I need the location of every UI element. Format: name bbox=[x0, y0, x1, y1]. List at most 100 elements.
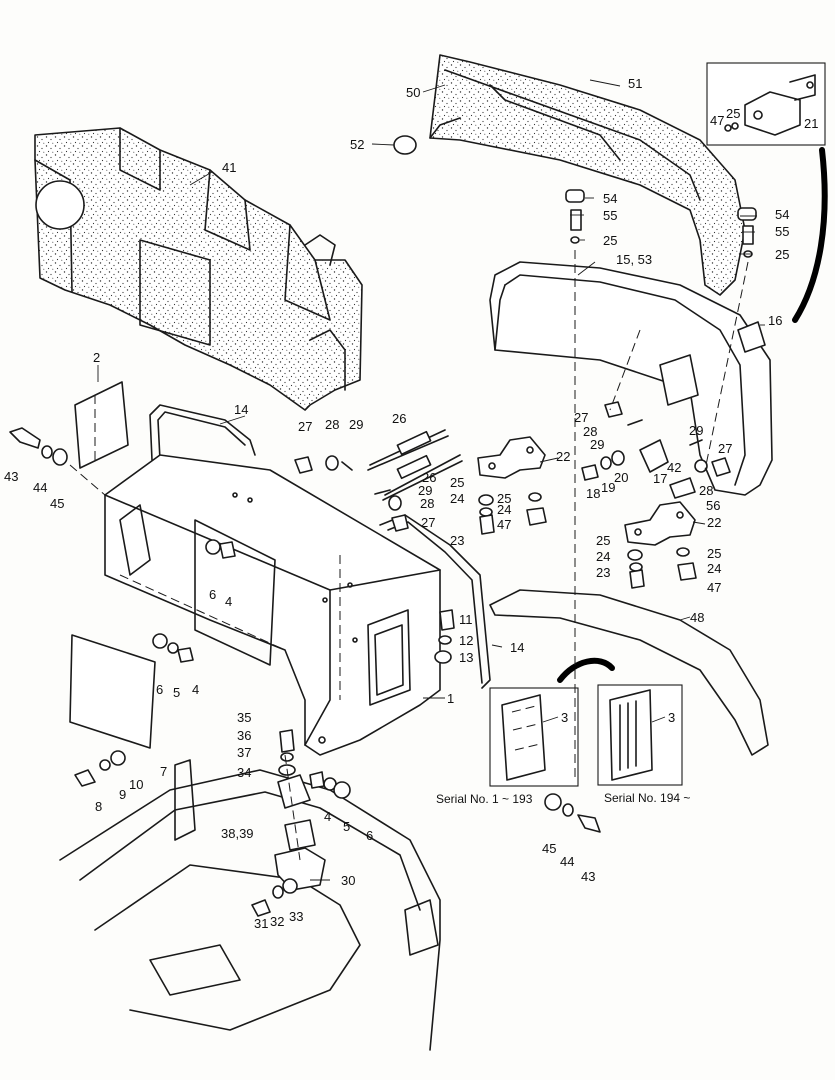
callout-11: 11 bbox=[459, 612, 473, 627]
callout-55-left: 55 bbox=[603, 208, 617, 223]
callout-19: 19 bbox=[601, 480, 615, 495]
plate-2 bbox=[74, 381, 129, 469]
callout-24-b: 24 bbox=[497, 502, 511, 517]
callout-25-a: 25 bbox=[603, 233, 617, 248]
callout-5-b: 5 bbox=[343, 819, 350, 834]
callout-24-c: 24 bbox=[596, 549, 610, 564]
alignment-lines bbox=[69, 250, 749, 861]
callout-38-39: 38,39 bbox=[221, 826, 254, 841]
callout-3-late: 3 bbox=[668, 710, 675, 725]
callout-13: 13 bbox=[459, 650, 473, 665]
callout-28-b: 28 bbox=[583, 424, 597, 439]
washer-52 bbox=[393, 135, 417, 155]
callout-27-a: 27 bbox=[298, 419, 312, 434]
callout-25-b: 25 bbox=[775, 247, 789, 262]
callout-27-d: 27 bbox=[421, 515, 435, 530]
leader-lines bbox=[97, 79, 765, 881]
floor-frame bbox=[59, 759, 441, 1051]
hood-cover-15-53 bbox=[489, 261, 773, 496]
console-box-1 bbox=[104, 454, 441, 756]
callout-35: 35 bbox=[237, 710, 251, 725]
callout-44-right: 44 bbox=[560, 854, 574, 869]
inset-detail-21 bbox=[706, 62, 826, 146]
callout-27-b: 27 bbox=[574, 410, 588, 425]
bracket-22-lower bbox=[624, 501, 696, 546]
callout-29-a: 29 bbox=[349, 417, 363, 432]
callout-24-a: 24 bbox=[450, 491, 464, 506]
callout-44-left: 44 bbox=[33, 480, 47, 495]
callout-34: 34 bbox=[237, 765, 251, 780]
callout-56: 56 bbox=[706, 498, 720, 513]
callout-48: 48 bbox=[690, 610, 704, 625]
callout-45-left: 45 bbox=[50, 496, 64, 511]
callout-32: 32 bbox=[270, 914, 284, 929]
callout-labels: 50 51 52 21 25 47 41 54 55 25 54 55 25 1… bbox=[4, 76, 818, 931]
callout-2: 2 bbox=[93, 350, 100, 365]
edge-strip-48 bbox=[489, 589, 769, 756]
hinge-plate-34 bbox=[277, 774, 311, 809]
inset-pointer-arc bbox=[792, 147, 828, 323]
callout-25-c: 25 bbox=[450, 475, 464, 490]
callout-25-f: 25 bbox=[707, 546, 721, 561]
callout-7: 7 bbox=[160, 764, 167, 779]
callout-16: 16 bbox=[768, 313, 782, 328]
callout-45-right: 45 bbox=[542, 841, 556, 856]
latch-plate-17 bbox=[659, 354, 699, 406]
callout-25-e: 25 bbox=[596, 533, 610, 548]
callout-27-c: 27 bbox=[718, 441, 732, 456]
callout-54-right: 54 bbox=[775, 207, 789, 222]
callout-4-b: 4 bbox=[192, 682, 199, 697]
cover-plate-7 bbox=[69, 634, 156, 749]
callout-47-inset: 47 bbox=[710, 113, 724, 128]
callout-15-53: 15, 53 bbox=[616, 252, 652, 267]
callout-26-b: 26 bbox=[422, 470, 436, 485]
callout-33: 33 bbox=[289, 909, 303, 924]
callout-42: 42 bbox=[667, 460, 681, 475]
hinge-plate-3839 bbox=[284, 819, 316, 851]
callout-26-a: 26 bbox=[392, 411, 406, 426]
callout-25-d: 25 bbox=[497, 491, 511, 506]
callout-18: 18 bbox=[586, 486, 600, 501]
foam-panel-50-51 bbox=[429, 54, 746, 296]
callout-1: 1 bbox=[447, 691, 454, 706]
callout-29-d: 29 bbox=[418, 483, 432, 498]
hardware bbox=[9, 189, 757, 917]
callout-8: 8 bbox=[95, 799, 102, 814]
callout-22-b: 22 bbox=[707, 515, 721, 530]
callout-17: 17 bbox=[653, 471, 667, 486]
callout-3-early: 3 bbox=[561, 710, 568, 725]
gas-struts-26 bbox=[367, 429, 463, 501]
foam-insulation-41 bbox=[34, 127, 363, 411]
callout-28-d: 28 bbox=[699, 483, 713, 498]
callout-28-c: 28 bbox=[420, 496, 434, 511]
callout-20: 20 bbox=[614, 470, 628, 485]
callout-14-right: 14 bbox=[510, 640, 524, 655]
callout-14-left: 14 bbox=[234, 402, 248, 417]
inset-plate-3-early bbox=[489, 687, 579, 787]
callout-47-b: 47 bbox=[707, 580, 721, 595]
inset-pointer-arc-2 bbox=[557, 657, 615, 683]
caption-serial-early: Serial No. 1 ~ 193 bbox=[436, 792, 533, 806]
callout-23-b: 23 bbox=[596, 565, 610, 580]
callout-36: 36 bbox=[237, 728, 251, 743]
callout-55-right: 55 bbox=[775, 224, 789, 239]
callout-30: 30 bbox=[341, 873, 355, 888]
callout-31: 31 bbox=[254, 916, 268, 931]
seal-14-left bbox=[149, 404, 256, 461]
bumper-16 bbox=[737, 321, 766, 353]
callout-22-a: 22 bbox=[556, 449, 570, 464]
callout-23-a: 23 bbox=[450, 533, 464, 548]
callout-4-a: 4 bbox=[225, 594, 232, 609]
callout-52: 52 bbox=[350, 137, 364, 152]
bracket-42 bbox=[639, 439, 669, 473]
callout-5-a: 5 bbox=[173, 685, 180, 700]
callout-29-b: 29 bbox=[590, 437, 604, 452]
bracket-22-upper bbox=[477, 436, 546, 479]
inset-plate-3-late bbox=[597, 684, 683, 786]
callout-51: 51 bbox=[628, 76, 642, 91]
callout-6-a: 6 bbox=[209, 587, 216, 602]
callout-54-left: 54 bbox=[603, 191, 617, 206]
callout-12: 12 bbox=[459, 633, 473, 648]
callout-43-right: 43 bbox=[581, 869, 595, 884]
callout-6-b: 6 bbox=[156, 682, 163, 697]
